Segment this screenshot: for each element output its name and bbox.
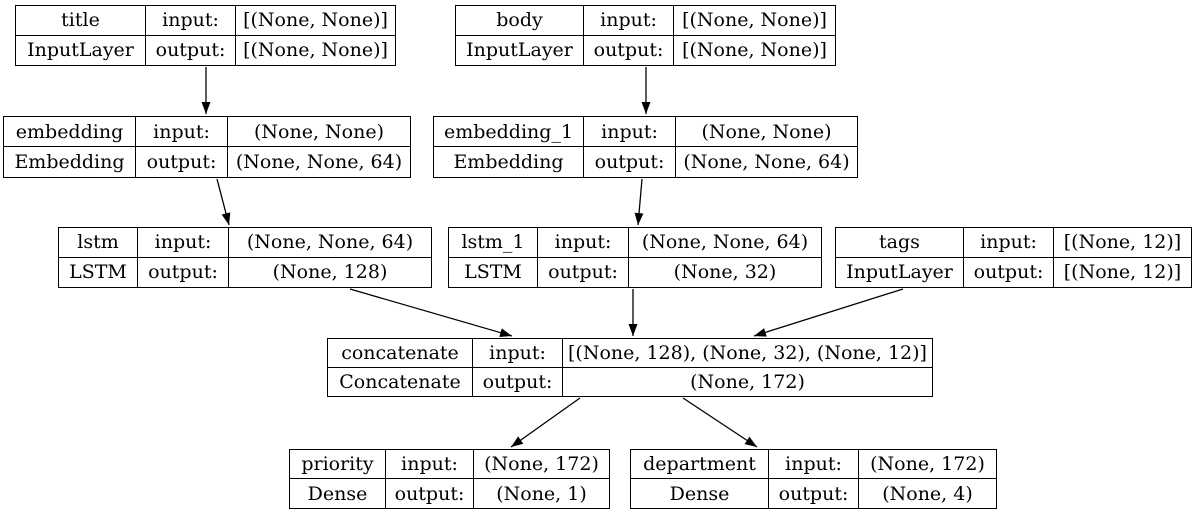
input-shape: [(None, 12)] [1054,228,1191,258]
input-label: input: [386,450,474,479]
layer-name: title [16,6,146,36]
output-label: output: [538,257,629,287]
output-shape: [(None, None)] [243,39,388,62]
input-label: input: [538,228,629,258]
layer-name: tags [836,228,964,258]
layer-class-name: InputLayer [16,35,146,65]
node-tags: tags input: [(None, 12)] InputLayer outp… [835,227,1192,288]
output-shape: (None, 128) [272,261,388,284]
layer-class-name: Embedding [434,147,584,177]
input-shape: (None, None) [676,117,857,147]
node-lstm-1: lstm_1 input: (None, None, 64) LSTM outp… [448,227,822,288]
input-label: input: [769,450,859,479]
layer-class-name: Dense [290,479,386,508]
node-priority: priority input: (None, 172) Dense output… [289,449,610,509]
output-shape: (None, None, 64) [235,151,403,173]
layer-class-name: Dense [631,479,769,508]
output-label: output: [473,367,563,396]
input-label: input: [473,339,563,368]
layer-name: department [631,450,769,479]
edge-tags-to-concatenate [753,288,904,337]
input-label: input: [136,117,228,147]
layer-name: embedding_1 [434,117,584,147]
node-department: department input: (None, 172) Dense outp… [630,449,997,509]
output-shape: (None, 32) [673,261,777,284]
output-label: output: [584,35,674,65]
layer-name: body [456,6,584,36]
input-shape: (None, 172) [474,450,609,479]
edge-concatenate-to-department [682,397,758,448]
output-shape: (None, None, 64) [683,151,850,173]
node-embedding: embedding input: (None, None) Embedding … [3,116,411,178]
layer-class-name: LSTM [59,257,138,287]
input-shape: (None, None, 64) [229,228,431,258]
layer-class-name: Concatenate [328,367,473,396]
output-label: output: [386,479,474,508]
layer-class-name: LSTM [449,257,538,287]
input-shape: [(None, None)] [674,6,835,36]
layer-class-name: InputLayer [456,35,584,65]
output-label: output: [138,257,229,287]
input-label: input: [146,6,236,36]
input-label: input: [138,228,229,258]
output-shape: [(None, 12)] [1063,261,1182,284]
output-shape: (None, 4) [882,482,973,505]
node-title: title input: [(None, None)] InputLayer o… [15,5,396,66]
edge-lstm-to-concatenate [349,288,513,337]
output-label: output: [769,479,859,508]
edge-concatenate-to-priority [510,397,581,448]
edge-embedding_1-to-lstm_1 [634,178,644,226]
input-label: input: [584,117,676,147]
layer-class-name: Embedding [4,147,136,177]
layer-name: lstm [59,228,138,258]
output-shape: (None, 1) [496,482,587,505]
layer-name: concatenate [328,339,473,368]
edge-embedding-to-lstm [216,178,231,226]
output-shape: [(None, None)] [682,39,827,62]
output-label: output: [146,35,236,65]
layer-name: embedding [4,117,136,147]
input-shape: [(None, None)] [236,6,395,36]
node-body: body input: [(None, None)] InputLayer ou… [455,5,836,66]
input-shape: (None, None) [228,117,410,147]
input-label: input: [584,6,674,36]
node-lstm: lstm input: (None, None, 64) LSTM output… [58,227,432,288]
output-label: output: [584,147,676,177]
layer-name: priority [290,450,386,479]
node-concatenate: concatenate input: [(None, 128), (None, … [327,338,933,397]
output-label: output: [964,257,1054,287]
layer-name: lstm_1 [449,228,538,258]
input-shape: (None, 172) [859,450,996,479]
input-shape: (None, None, 64) [629,228,821,258]
output-label: output: [136,147,228,177]
input-label: input: [964,228,1054,258]
layer-class-name: InputLayer [836,257,964,287]
input-shape: [(None, 128), (None, 32), (None, 12)] [563,339,932,368]
node-embedding-1: embedding_1 input: (None, None) Embeddin… [433,116,858,178]
output-shape: (None, 172) [690,370,805,393]
